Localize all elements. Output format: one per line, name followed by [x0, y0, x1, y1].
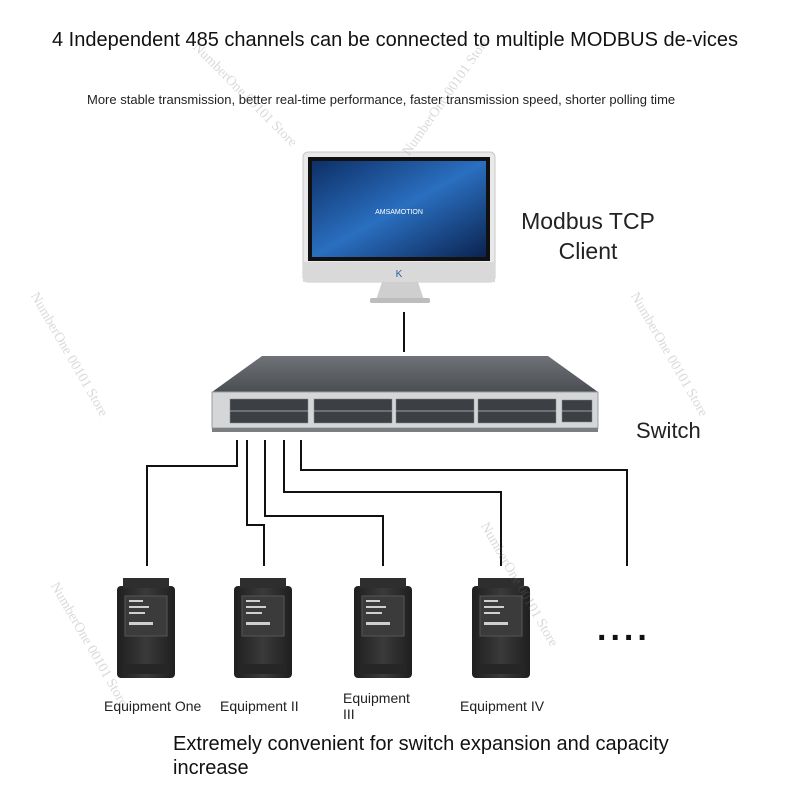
more-devices-ellipsis: ....: [597, 610, 651, 648]
switch-icon: [211, 356, 599, 432]
cable-lines: [146, 440, 628, 566]
monitor-icon: AMSAMOTION K: [302, 151, 496, 303]
client-label: Modbus TCP Client: [521, 208, 655, 264]
monitor-logo-icon: K: [396, 269, 403, 280]
subheadline: More stable transmission, better real-ti…: [87, 92, 676, 107]
headline: 4 Independent 485 channels can be connec…: [52, 29, 738, 51]
equipment-label-4: Equipment IV: [460, 698, 545, 714]
switch-label: Switch: [636, 418, 701, 443]
footer-caption: Extremely convenient for switch expansio…: [173, 733, 669, 779]
device-icon: [472, 578, 530, 678]
equipment-label-3: Equipment III: [343, 690, 410, 722]
equipment-label-1: Equipment One: [104, 698, 202, 714]
device-icon: [354, 578, 412, 678]
equipment-label-2: Equipment II: [220, 698, 299, 714]
device-icon: [117, 578, 175, 678]
screen-brand: AMSAMOTION: [375, 209, 423, 216]
device-icon: [234, 578, 292, 678]
